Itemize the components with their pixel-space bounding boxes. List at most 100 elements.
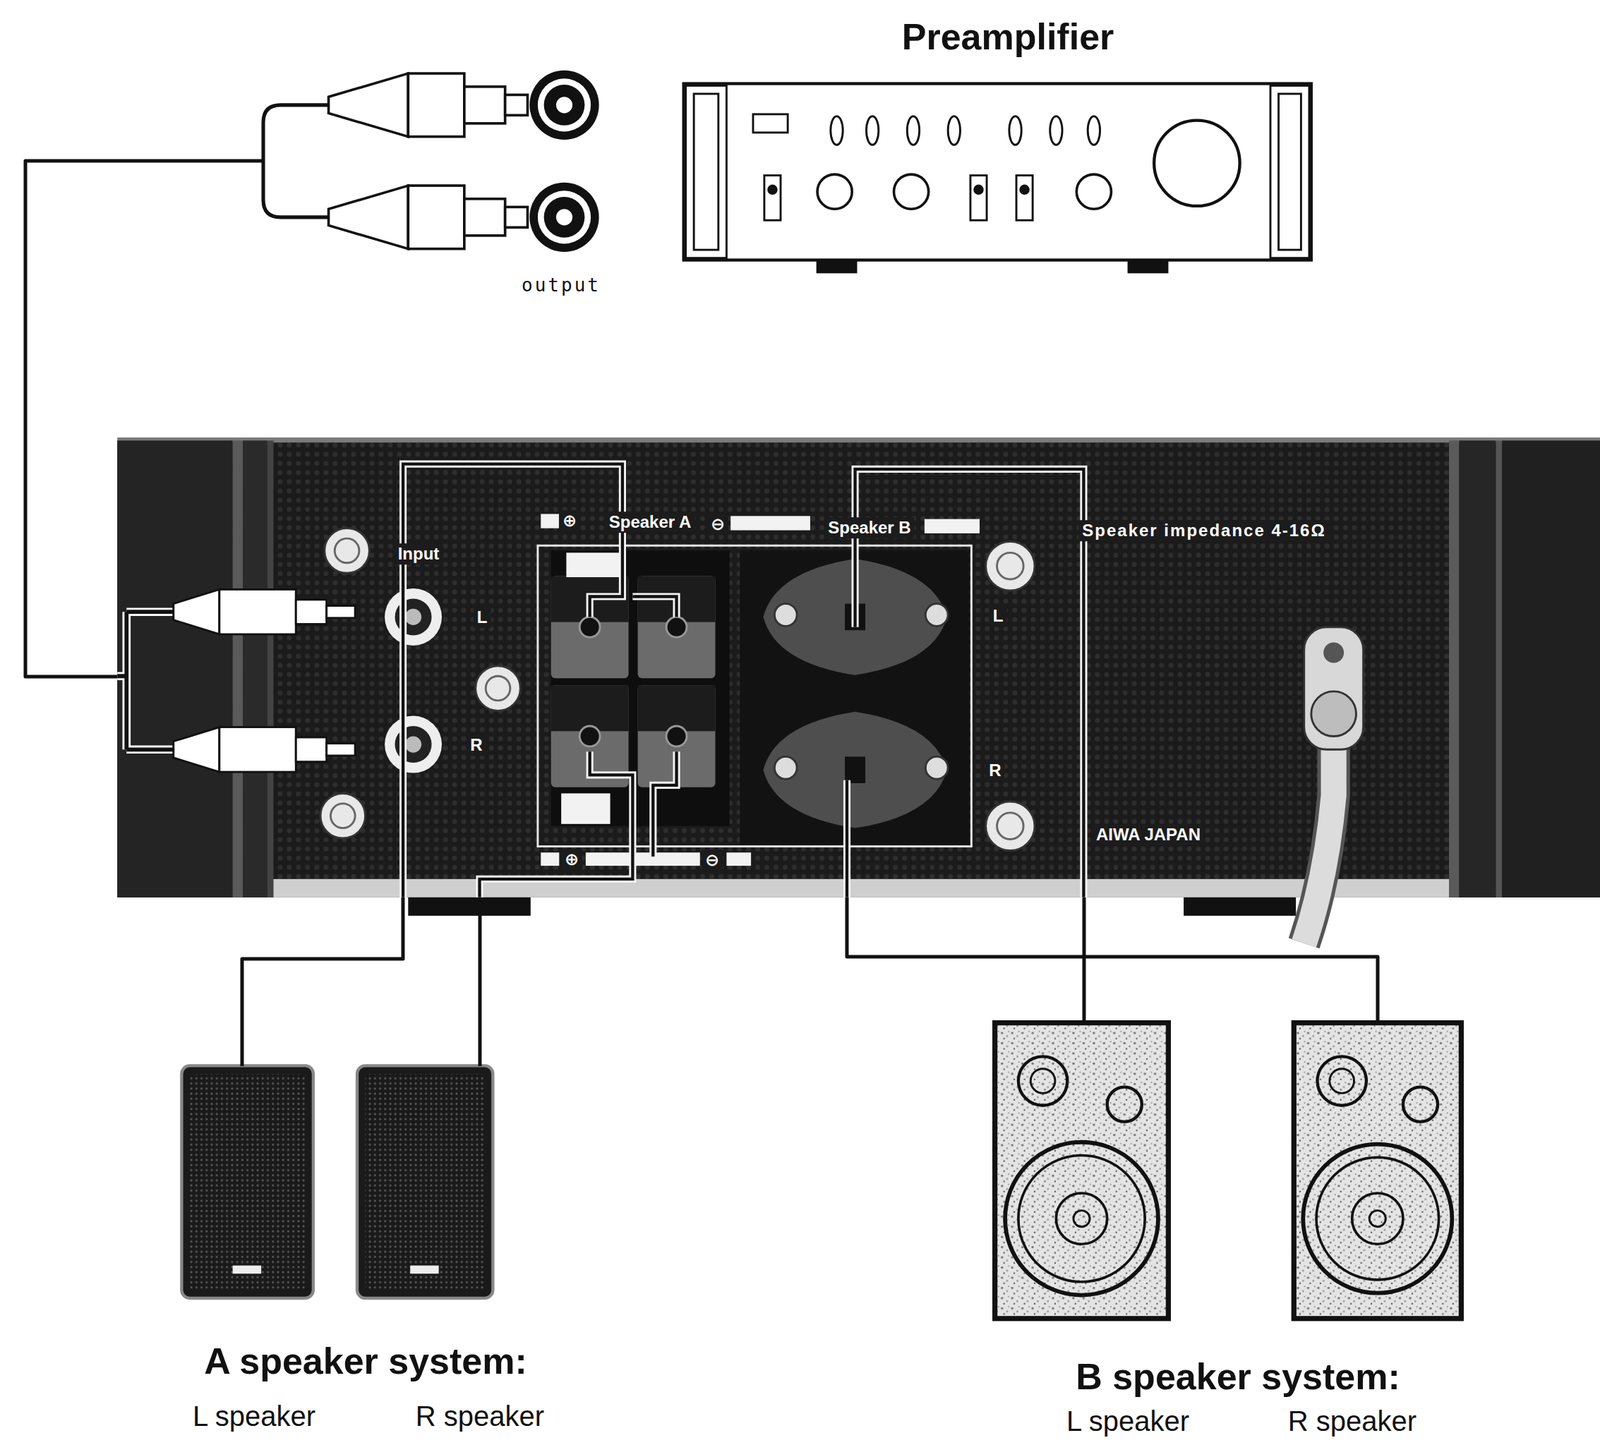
small-speakers xyxy=(181,1065,493,1299)
indicator xyxy=(1009,116,1022,145)
speaker-wire xyxy=(402,464,1084,898)
channel-label: R xyxy=(985,760,1005,782)
end-cap xyxy=(1501,440,1600,898)
rca-plug xyxy=(505,94,528,116)
cable-connector xyxy=(25,160,264,677)
channel-label: L xyxy=(473,606,492,629)
polarity-mark: ⊕ xyxy=(558,510,581,532)
terminal-label: Speaker B xyxy=(824,517,914,539)
screw xyxy=(774,604,797,627)
knob xyxy=(817,174,852,209)
speaker-grill xyxy=(189,1074,305,1291)
speaker-cabinet xyxy=(1293,1023,1461,1320)
power-amplifier-panel: AIWA JAPAN xyxy=(117,438,1600,898)
screw xyxy=(774,756,797,780)
output-jacks xyxy=(263,70,600,252)
speaker-cabinet xyxy=(357,1065,493,1299)
switch xyxy=(973,184,984,195)
cable-connector xyxy=(1082,897,1087,1024)
rca-plug xyxy=(219,589,296,635)
rack-handle xyxy=(1270,85,1310,258)
rca-plug xyxy=(295,599,327,625)
marking xyxy=(540,852,559,866)
rca-plug xyxy=(407,185,465,250)
rca-plug xyxy=(295,737,327,763)
screw xyxy=(985,801,1035,851)
rack-handle xyxy=(693,93,719,250)
end-cap xyxy=(117,440,233,898)
large-speakers xyxy=(995,1023,1462,1320)
indicator xyxy=(1087,116,1100,145)
jack xyxy=(544,196,586,238)
knob xyxy=(894,174,929,209)
input-jack xyxy=(384,716,442,774)
screw xyxy=(997,552,1025,580)
cord-clamp xyxy=(1304,627,1364,750)
switch xyxy=(1016,175,1033,221)
output-jacks: output xyxy=(263,63,613,307)
maker-mark: AIWA JAPAN xyxy=(1092,824,1205,846)
foot xyxy=(407,897,531,917)
input-jack xyxy=(405,609,422,626)
speaker-terminal xyxy=(551,576,629,679)
speaker-box: L speaker xyxy=(995,1023,1169,1320)
marking xyxy=(540,513,559,528)
screw xyxy=(925,604,948,627)
din-socket xyxy=(762,712,947,829)
switch xyxy=(970,175,987,221)
screw xyxy=(485,676,511,701)
spec-note: Speaker impedance 4-16Ω xyxy=(1078,520,1329,542)
speaker-grill xyxy=(365,1074,485,1291)
screw xyxy=(334,538,360,564)
speaker-cabinet xyxy=(181,1065,314,1299)
end-cap xyxy=(1496,440,1503,898)
group-label: A speaker system: xyxy=(203,1340,528,1384)
woofer xyxy=(1005,1142,1159,1296)
input-jack xyxy=(384,588,442,646)
cable xyxy=(117,611,174,750)
rca-plug xyxy=(328,73,409,137)
unit-heading: Preamplifier xyxy=(901,16,1115,59)
speaker-cabinet xyxy=(995,1023,1169,1320)
terminal-block xyxy=(551,550,730,826)
marking xyxy=(730,515,811,531)
woofer xyxy=(1302,1144,1452,1294)
volume-knob xyxy=(1153,120,1240,207)
indicator xyxy=(906,116,919,145)
speaker-label: R speaker xyxy=(1288,1405,1417,1438)
rca-plug xyxy=(464,86,506,124)
screw xyxy=(330,803,356,829)
speaker-box: R speaker xyxy=(357,1066,493,1298)
speaker-label: L speaker xyxy=(192,1400,316,1433)
polarity-mark: ⊖ xyxy=(701,849,723,871)
midrange xyxy=(1403,1087,1438,1123)
jack xyxy=(529,182,599,252)
rca-plug xyxy=(505,206,528,228)
speaker-label: L speaker xyxy=(1066,1405,1190,1438)
indicator xyxy=(1050,116,1063,145)
jack xyxy=(529,70,599,140)
speaker-terminal xyxy=(551,685,629,732)
group-label: B speaker system: xyxy=(1075,1356,1401,1399)
rca-plug xyxy=(173,589,220,635)
rack-handle xyxy=(686,85,727,258)
tweeter xyxy=(1317,1056,1367,1106)
power-lamp xyxy=(753,114,788,133)
marking xyxy=(726,852,751,866)
rca-plug xyxy=(326,743,356,756)
speaker-terminal xyxy=(666,726,687,747)
panel-edge xyxy=(117,437,1600,443)
indicator xyxy=(830,116,843,145)
screw xyxy=(985,541,1035,591)
jack xyxy=(556,96,573,113)
foot xyxy=(816,260,858,274)
cable-connector xyxy=(846,897,1378,1024)
speaker-terminal xyxy=(579,726,600,747)
cable xyxy=(117,611,174,750)
tweeter xyxy=(1018,1056,1068,1106)
din-socket xyxy=(844,756,866,784)
jack xyxy=(544,84,586,126)
screw xyxy=(1323,642,1344,664)
